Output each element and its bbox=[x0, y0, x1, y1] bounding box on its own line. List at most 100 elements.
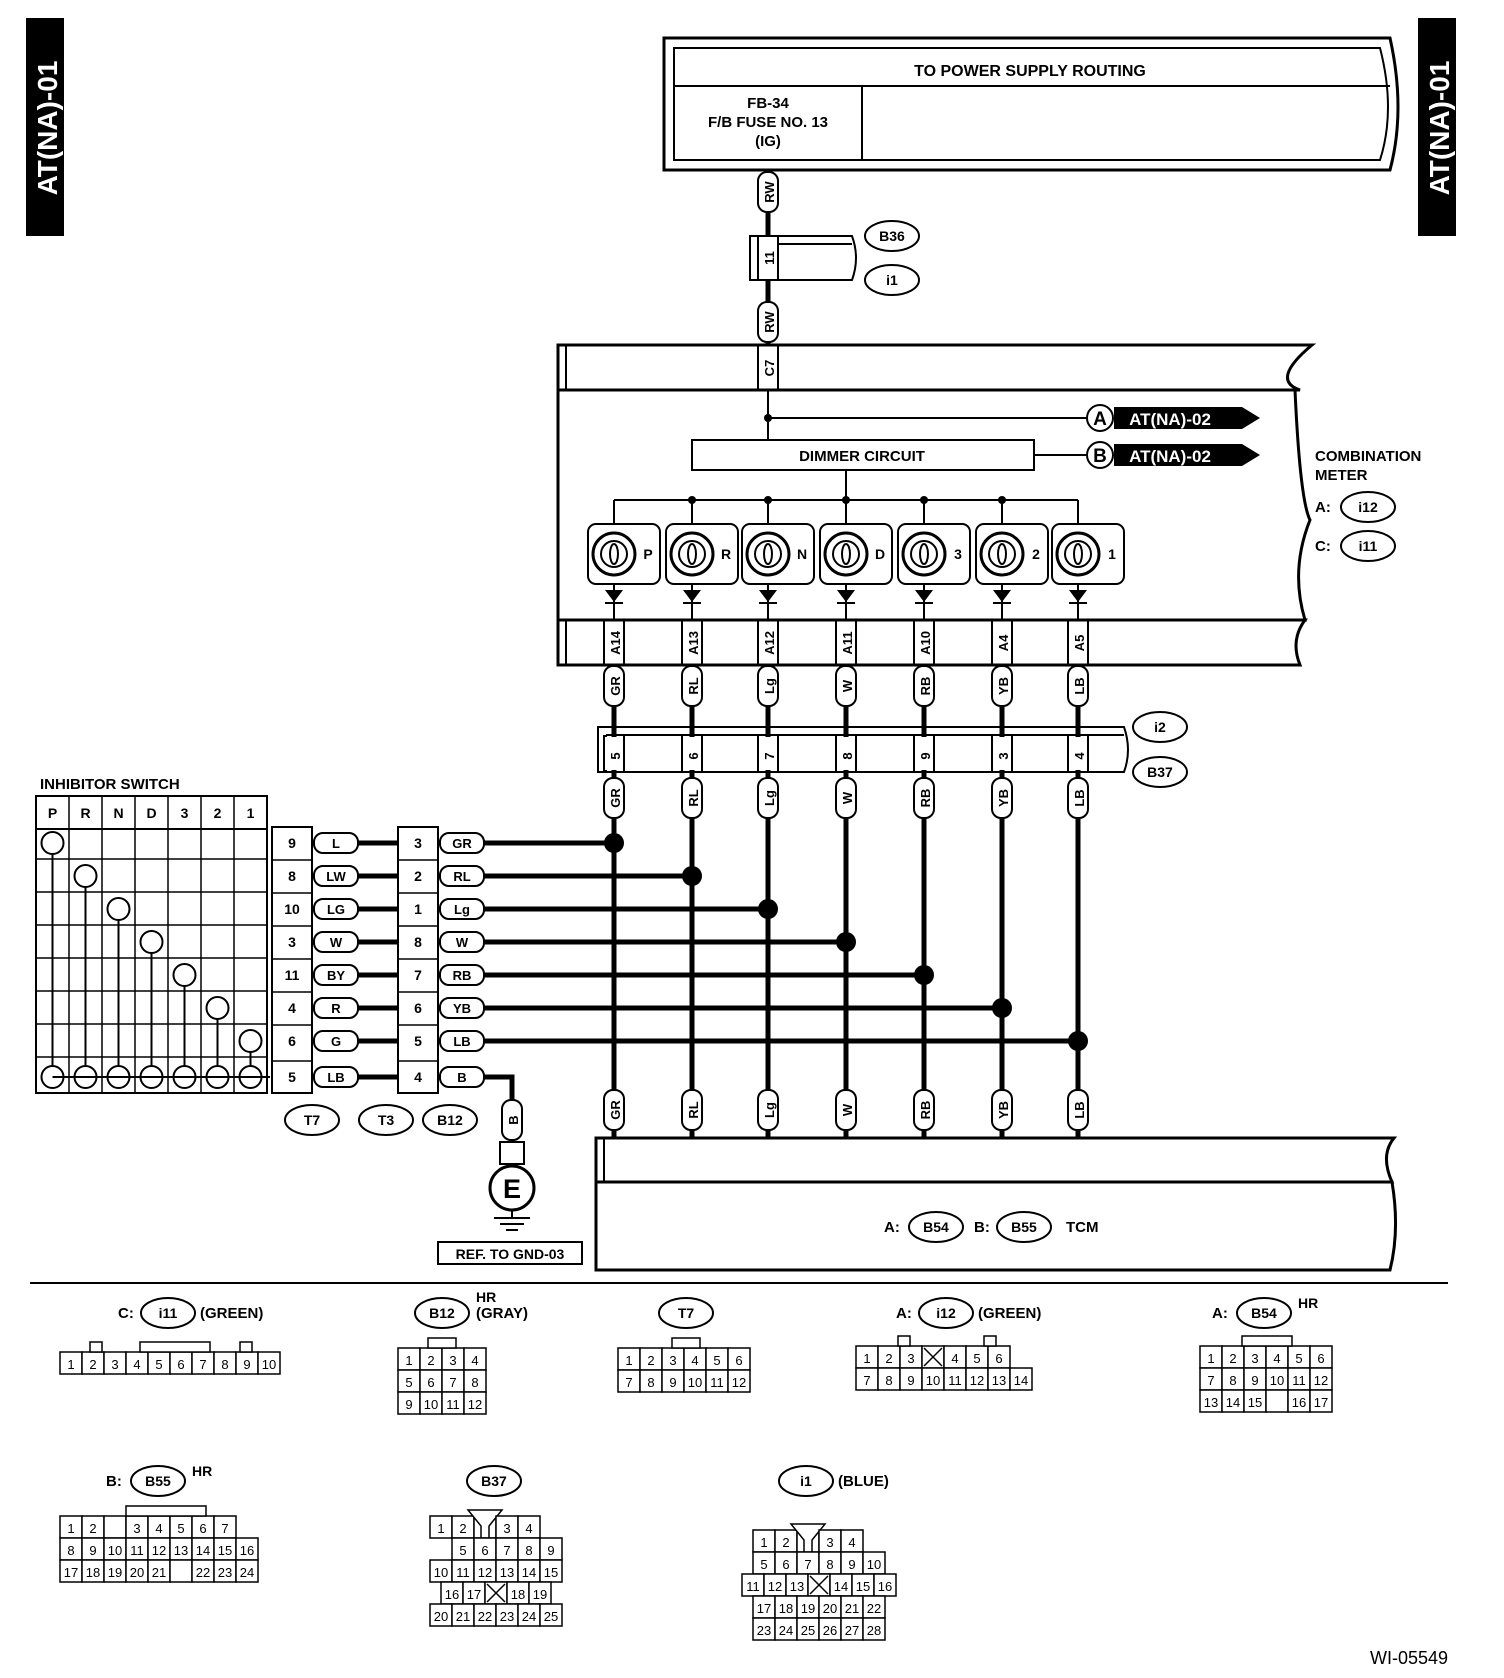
b55-pin-20: 20 bbox=[130, 1565, 144, 1580]
meter-name-1: COMBINATION bbox=[1315, 448, 1421, 465]
wire-label-bottom-2: Lg bbox=[762, 1102, 777, 1118]
b55-pin-19: 19 bbox=[108, 1565, 122, 1580]
conn-b12-name: B12 bbox=[429, 1305, 455, 1321]
i1-pin-21: 21 bbox=[845, 1601, 859, 1616]
tcm-b-prefix: B: bbox=[974, 1219, 990, 1236]
wire-label-top-1: RL bbox=[686, 677, 701, 694]
b12-pin-7: 7 bbox=[449, 1375, 456, 1390]
t7-pin-8: 8 bbox=[647, 1375, 654, 1390]
conn-i12-note: (GREEN) bbox=[978, 1305, 1041, 1322]
t7-pin-1: 1 bbox=[625, 1353, 632, 1368]
b37-pin-4: 4 bbox=[525, 1521, 532, 1536]
t3-wire-3: W bbox=[456, 935, 469, 950]
wire-label-mid-0: GR bbox=[608, 788, 623, 808]
b12-pin-12: 12 bbox=[468, 1397, 482, 1412]
b55-pin-23: 23 bbox=[218, 1565, 232, 1580]
power-supply-box: TO POWER SUPPLY ROUTING FB-34 F/B FUSE N… bbox=[662, 36, 1400, 172]
inhibitor-col-2: N bbox=[113, 805, 123, 821]
i1-pin-15: 15 bbox=[856, 1579, 870, 1594]
conn-b12-note2: (GRAY) bbox=[476, 1305, 528, 1322]
t7-pin-6: 6 bbox=[735, 1353, 742, 1368]
mid-conn-i2: i2 bbox=[1154, 719, 1166, 735]
t7-pin-11: 11 bbox=[710, 1375, 724, 1390]
i1-pin-18: 18 bbox=[779, 1601, 793, 1616]
side-tab-right-label: AT(NA)-01 bbox=[1424, 61, 1455, 196]
tcm-b-conn: B55 bbox=[1011, 1219, 1037, 1235]
b55-pin-4: 4 bbox=[155, 1521, 162, 1536]
i12-pin-1: 1 bbox=[863, 1351, 870, 1366]
b54-pin-3: 3 bbox=[1251, 1351, 1258, 1366]
t7-pin-1: 8 bbox=[288, 868, 296, 884]
mid-conn-b37: B37 bbox=[1147, 764, 1173, 780]
i12-pin-8: 8 bbox=[885, 1373, 892, 1388]
i12-pin-2: 2 bbox=[885, 1351, 892, 1366]
i12-pin-12: 12 bbox=[970, 1373, 984, 1388]
ground-letter: E bbox=[503, 1174, 521, 1204]
b54-pin-9: 9 bbox=[1251, 1373, 1258, 1388]
b12-pin-9: 9 bbox=[405, 1397, 412, 1412]
tcm-a-prefix: A: bbox=[884, 1219, 900, 1236]
i1-pin-23: 23 bbox=[757, 1623, 771, 1638]
b37-pin-1: 1 bbox=[437, 1521, 444, 1536]
t7-pin-2: 10 bbox=[284, 901, 300, 917]
wire-label-bottom-0: GR bbox=[608, 1100, 623, 1120]
i1-pin-20: 20 bbox=[823, 1601, 837, 1616]
i1-pin-16: 16 bbox=[878, 1579, 892, 1594]
mid-pin-3: 8 bbox=[840, 752, 855, 759]
i1-pin-7: 7 bbox=[804, 1557, 811, 1572]
inhibitor-col-3: D bbox=[146, 805, 156, 821]
ref-a-label: AT(NA)-02 bbox=[1129, 410, 1211, 429]
wire-label-top-5: YB bbox=[996, 677, 1011, 695]
t7-pin-5: 5 bbox=[713, 1353, 720, 1368]
b37-pin-3: 3 bbox=[503, 1521, 510, 1536]
t7-pin-7: 7 bbox=[625, 1375, 632, 1390]
conn-i11-name: i11 bbox=[159, 1305, 178, 1321]
t7-wire-4: BY bbox=[327, 968, 345, 983]
i11-pin-7: 7 bbox=[199, 1357, 206, 1372]
lamp-label-5: 2 bbox=[1032, 546, 1040, 562]
b55-pin-22: 22 bbox=[196, 1565, 210, 1580]
fuse-line-2: F/B FUSE NO. 13 bbox=[708, 114, 828, 131]
connector-b36-label: B36 bbox=[879, 228, 905, 244]
ground-ref: REF. TO GND-03 bbox=[456, 1246, 565, 1262]
b55-pin-24: 24 bbox=[240, 1565, 254, 1580]
t3-pin-3: 8 bbox=[414, 934, 422, 950]
b55-pin-8: 8 bbox=[67, 1543, 74, 1558]
conn-b54-prefix: A: bbox=[1212, 1305, 1228, 1322]
b54-pin-12: 12 bbox=[1314, 1373, 1328, 1388]
i11-pin-6: 6 bbox=[177, 1357, 184, 1372]
conn-i12-name: i12 bbox=[936, 1305, 956, 1321]
b54-pin-2: 2 bbox=[1229, 1351, 1236, 1366]
i1-pin-12: 12 bbox=[768, 1579, 782, 1594]
b37-pin-5: 5 bbox=[459, 1543, 466, 1558]
i12-pin-4: 4 bbox=[951, 1351, 958, 1366]
wire-label-bottom-6: LB bbox=[1072, 1101, 1087, 1118]
b54-pin-11: 11 bbox=[1292, 1373, 1306, 1388]
combination-meter: C7 COMBINATION METER A: i12 C: i11 bbox=[556, 343, 1421, 667]
i11-pin-1: 1 bbox=[67, 1357, 74, 1372]
i11-pin-2: 2 bbox=[89, 1357, 96, 1372]
b37-pin-18: 18 bbox=[511, 1587, 525, 1602]
wire-label-top-3: W bbox=[840, 679, 855, 692]
t3-wire-1: RL bbox=[453, 869, 470, 884]
i1-pin-24: 24 bbox=[779, 1623, 793, 1638]
side-tab-left-label: AT(NA)-01 bbox=[32, 61, 63, 196]
wire-label-mid-4: RB bbox=[918, 789, 933, 808]
wire-label-top-6: LB bbox=[1072, 677, 1087, 694]
meter-name-2: METER bbox=[1315, 467, 1368, 484]
conn-b54-name: B54 bbox=[1251, 1305, 1277, 1321]
t7-pin-5: 4 bbox=[288, 1000, 296, 1016]
inhibitor-conn-label-2: B12 bbox=[437, 1112, 463, 1128]
i12-pin-13: 13 bbox=[992, 1373, 1006, 1388]
b37-pin-24: 24 bbox=[522, 1609, 536, 1624]
i1-pin-4: 4 bbox=[848, 1535, 855, 1550]
mid-pin-4: 9 bbox=[918, 752, 933, 759]
i1-pin-5: 5 bbox=[760, 1557, 767, 1572]
b54-pin-16: 16 bbox=[1292, 1395, 1306, 1410]
b54-pin-1: 1 bbox=[1207, 1351, 1214, 1366]
tcm: A: B54 B: B55 TCM bbox=[594, 1136, 1398, 1272]
t7-wire-6: G bbox=[331, 1034, 341, 1049]
t7-pin-2: 2 bbox=[647, 1353, 654, 1368]
b55-pin-18: 18 bbox=[86, 1565, 100, 1580]
